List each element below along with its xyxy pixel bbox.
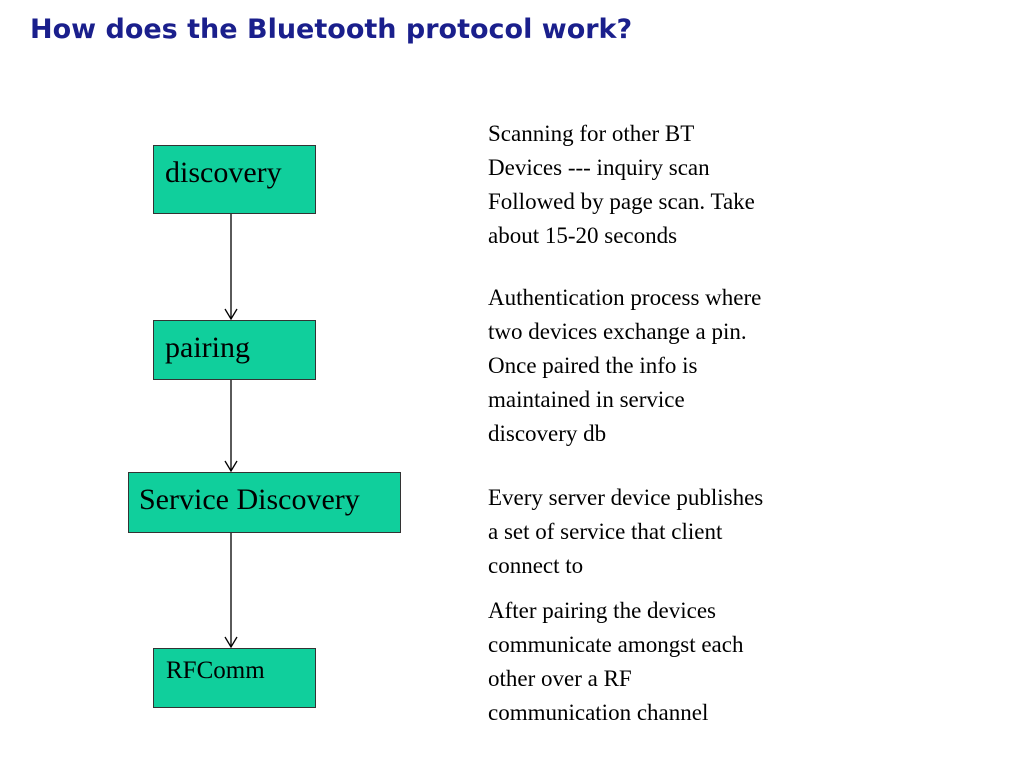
description-discovery: Scanning for other BT Devices --- inquir… (488, 121, 755, 248)
description-service-discovery: Every server device publishes a set of s… (488, 485, 764, 578)
arrowhead-pairing (224, 308, 238, 321)
flow-step-rfcomm: RFComm (153, 648, 316, 708)
flow-step-discovery: discovery (153, 145, 316, 214)
arrowhead-rfcomm (224, 636, 238, 649)
slide-title: How does the Bluetooth protocol work? (30, 14, 633, 45)
description-rfcomm: After pairing the devices communicate am… (488, 598, 744, 725)
flow-step-pairing: pairing (153, 320, 316, 380)
description-pairing: Authentication process where two devices… (488, 285, 762, 446)
arrowhead-service-discovery (224, 460, 238, 473)
flow-step-service-discovery: Service Discovery (128, 472, 401, 533)
